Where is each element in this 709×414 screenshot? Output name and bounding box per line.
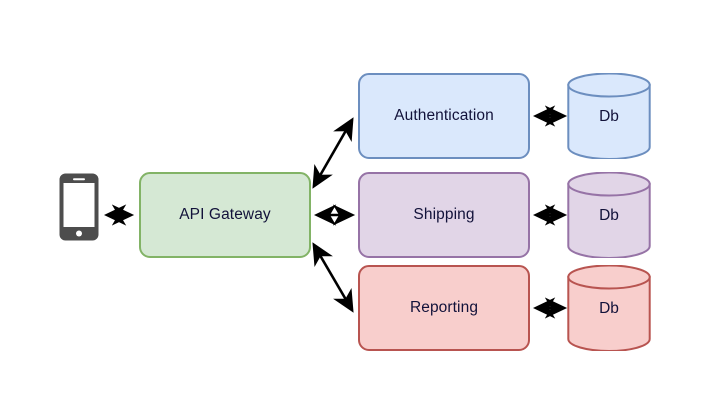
node-reporting-label: Reporting xyxy=(409,299,479,317)
node-authentication[interactable]: Authentication xyxy=(358,73,530,159)
node-authentication-label: Authentication xyxy=(394,107,494,125)
database-cylinder-authentication[interactable]: Db xyxy=(567,73,651,159)
node-shipping[interactable]: Shipping xyxy=(358,172,530,258)
node-reporting[interactable]: Reporting xyxy=(358,265,530,351)
connector-gateway-authentication xyxy=(312,117,354,189)
database-cylinder-reporting-label: Db xyxy=(599,300,619,318)
node-api-gateway-label: API Gateway xyxy=(179,206,271,224)
database-cylinder-shipping-label: Db xyxy=(599,207,619,225)
database-cylinder-reporting[interactable]: Db xyxy=(567,265,651,351)
database-cylinder-shipping[interactable]: Db xyxy=(567,172,651,258)
connector-gateway-reporting xyxy=(312,242,354,313)
mobile-phone-icon[interactable] xyxy=(59,173,99,241)
database-cylinder-authentication-label: Db xyxy=(599,108,619,126)
node-shipping-label: Shipping xyxy=(413,206,475,224)
node-api-gateway[interactable]: API Gateway xyxy=(139,172,311,258)
